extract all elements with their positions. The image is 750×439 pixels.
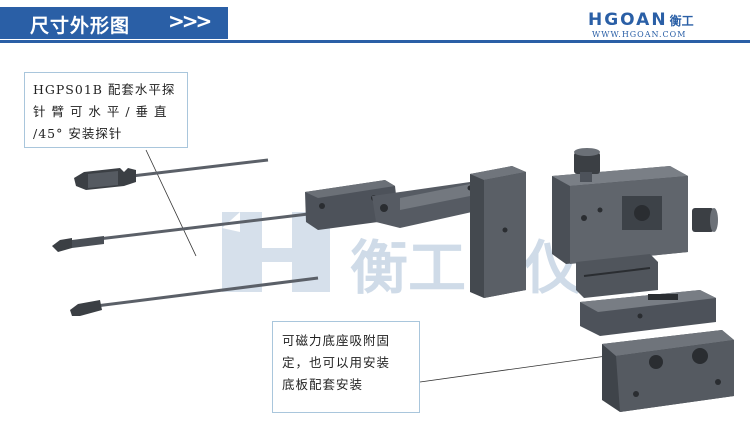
probe-leader-line (145, 149, 197, 257)
mounting-base-plate (602, 330, 734, 412)
probe-note-line: HGPS01B 配套水平探 (33, 82, 176, 97)
probe-needle-1 (74, 158, 269, 190)
bracket-plate (580, 290, 716, 336)
probe-note-line: 针 臂 可 水 平 / 垂 直 (33, 104, 168, 119)
chevron-icon: >>> (168, 9, 212, 33)
base-leader-line (419, 352, 629, 383)
header-divider (0, 40, 750, 43)
brand-logo-cn: 衡工 (669, 14, 694, 28)
probe-needle-2 (52, 210, 326, 252)
probe-note-line: /45° 安装探针 (33, 126, 123, 141)
section-title: 尺寸外形图 (30, 15, 131, 37)
base-note-line: 底板配套安装 (282, 377, 364, 392)
base-note-callout: 可磁力底座吸附固 定，也可以用安装 底板配套安装 (272, 321, 420, 413)
probe-arm (305, 180, 473, 230)
adjustment-stage (552, 166, 688, 264)
brand-logo-text: HGOAN (588, 10, 668, 30)
base-note-line: 定，也可以用安装 (282, 355, 391, 370)
probe-needle-3 (70, 276, 319, 316)
vertical-post (470, 166, 526, 298)
base-note-line: 可磁力底座吸附固 (282, 333, 391, 348)
brand-website: WWW.HGOAN.COM (592, 30, 687, 39)
adjustment-knob-top (574, 148, 600, 182)
stage-connector (576, 254, 658, 298)
section-title-bar (0, 7, 228, 39)
adjustment-knob-side (692, 208, 718, 232)
probe-note-callout: HGPS01B 配套水平探 针 臂 可 水 平 / 垂 直 /45° 安装探针 (24, 72, 188, 148)
